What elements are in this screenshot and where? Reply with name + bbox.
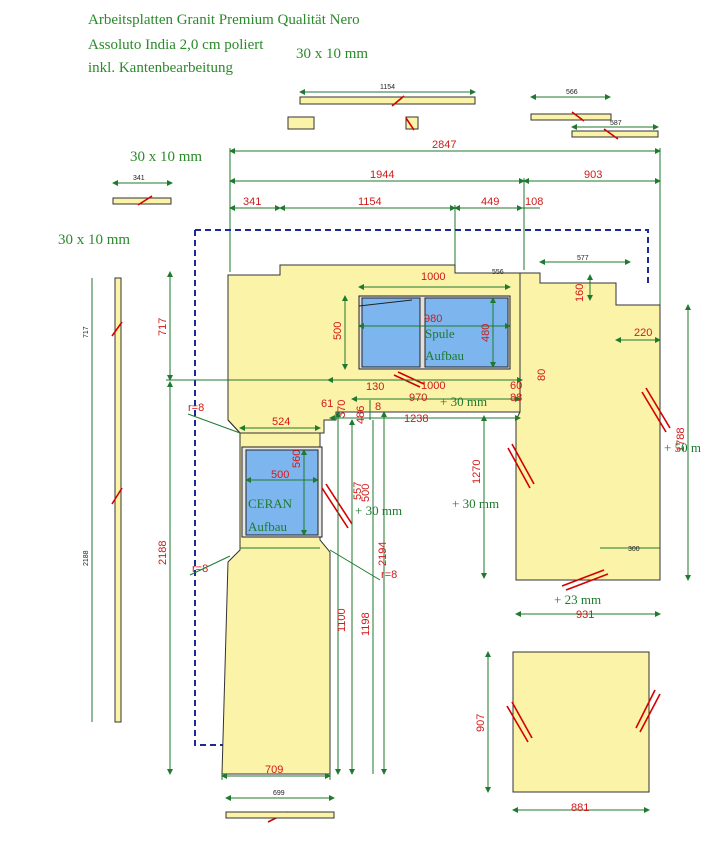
strip-label-left-side: 30 x 10 mm	[58, 232, 130, 248]
leg-dimensions: 1100 557 500 1198 2194 + 30 mm 709	[221, 411, 402, 780]
end-caps-top	[287, 116, 419, 131]
cut-marks	[267, 371, 671, 823]
strip-label-top: 30 x 10 mm	[296, 46, 368, 62]
svg-text:970: 970	[409, 392, 427, 404]
svg-text:931: 931	[576, 609, 594, 621]
svg-text:1100: 1100	[336, 608, 348, 632]
svg-text:80: 80	[536, 369, 548, 381]
strip-341: 341	[112, 175, 173, 206]
slab-right	[515, 272, 661, 581]
svg-text:r=8: r=8	[188, 402, 204, 414]
svg-text:300: 300	[628, 546, 640, 553]
svg-text:907: 907	[475, 714, 487, 732]
svg-text:2847: 2847	[432, 139, 456, 151]
svg-text:881: 881	[571, 802, 589, 814]
svg-text:2188: 2188	[83, 550, 90, 566]
header-line-3: inkl. Kantenbearbeitung	[88, 60, 233, 76]
svg-text:220: 220	[634, 327, 652, 339]
dimension-chain-top: 2847 1944 903 341 1154 449 108	[229, 139, 661, 305]
svg-text:709: 709	[265, 764, 283, 776]
svg-text:577: 577	[577, 255, 589, 262]
svg-text:556: 556	[492, 269, 504, 276]
svg-text:480: 480	[480, 324, 492, 342]
svg-text:341: 341	[133, 175, 145, 182]
svg-text:1000: 1000	[421, 380, 445, 392]
svg-text:500: 500	[332, 322, 344, 340]
svg-text:1000: 1000	[421, 271, 445, 283]
svg-text:486: 486	[355, 406, 367, 424]
sink-aufbau-label: Aufbau	[425, 348, 464, 363]
cooktop-dimensions: 524 500 560	[239, 416, 321, 549]
svg-text:980: 980	[424, 313, 442, 325]
strip-587: 587	[571, 120, 659, 140]
svg-text:61: 61	[321, 398, 333, 410]
svg-text:2194: 2194	[377, 542, 389, 566]
sink-dimensions: 1000 556 980 500 480 1000 970 1238 130 6…	[321, 269, 548, 425]
svg-text:500: 500	[271, 469, 289, 481]
svg-text:1238: 1238	[404, 413, 428, 425]
svg-text:108: 108	[525, 196, 543, 208]
svg-text:717: 717	[83, 326, 90, 338]
svg-text:8: 8	[375, 401, 381, 413]
svg-text:1154: 1154	[358, 196, 382, 208]
strip-vertical-left: 717 2188	[83, 277, 123, 723]
svg-text:1788: 1788	[675, 428, 687, 452]
cooktop-aufbau-label: Aufbau	[248, 519, 287, 534]
svg-text:717: 717	[157, 318, 169, 336]
svg-text:60: 60	[510, 380, 522, 392]
svg-text:1198: 1198	[360, 612, 372, 636]
svg-text:130: 130	[366, 381, 384, 393]
strip-1154: 1154	[299, 84, 476, 107]
svg-text:341: 341	[243, 196, 261, 208]
svg-text:500: 500	[360, 484, 372, 502]
header-line-1: Arbeitsplatten Granit Premium Qualität N…	[88, 12, 360, 28]
sink-label: Spule	[425, 326, 455, 341]
strip-label-left-top: 30 x 10 mm	[130, 149, 202, 165]
svg-text:903: 903	[584, 169, 602, 181]
note-plus-30-c: + 30 mm	[452, 496, 499, 511]
strip-699: 699	[225, 790, 335, 819]
strip-566: 566	[530, 89, 612, 122]
slab-separate	[512, 651, 650, 793]
note-plus-30-a: + 30 mm	[440, 394, 487, 409]
right-dimensions: 577 160 220 1788 + 50 m 1270 + 30 mm 300…	[452, 255, 701, 814]
note-plus-23: + 23 mm	[554, 592, 601, 607]
svg-text:560: 560	[291, 450, 303, 468]
svg-text:r=8: r=8	[381, 569, 397, 581]
note-plus-50: + 50 m	[664, 440, 701, 455]
svg-text:699: 699	[273, 790, 285, 797]
svg-text:449: 449	[481, 196, 499, 208]
svg-text:1154: 1154	[380, 84, 395, 91]
note-plus-30-b: + 30 mm	[355, 503, 402, 518]
svg-text:557: 557	[352, 482, 364, 500]
svg-text:88: 88	[510, 392, 522, 404]
left-dimensions: 717 2188 r=8 r=8 r=8	[157, 271, 522, 775]
cooktop-label: CERAN	[248, 496, 293, 511]
svg-text:524: 524	[272, 416, 290, 428]
svg-text:566: 566	[566, 89, 578, 96]
svg-text:1944: 1944	[370, 169, 394, 181]
cooktop-cutout: CERAN Aufbau	[241, 446, 323, 538]
svg-text:587: 587	[610, 120, 622, 127]
svg-text:160: 160	[574, 284, 586, 302]
svg-text:1270: 1270	[471, 460, 483, 484]
header-line-2: Assoluto India 2,0 cm poliert	[88, 37, 264, 53]
svg-text:2188: 2188	[157, 541, 169, 565]
